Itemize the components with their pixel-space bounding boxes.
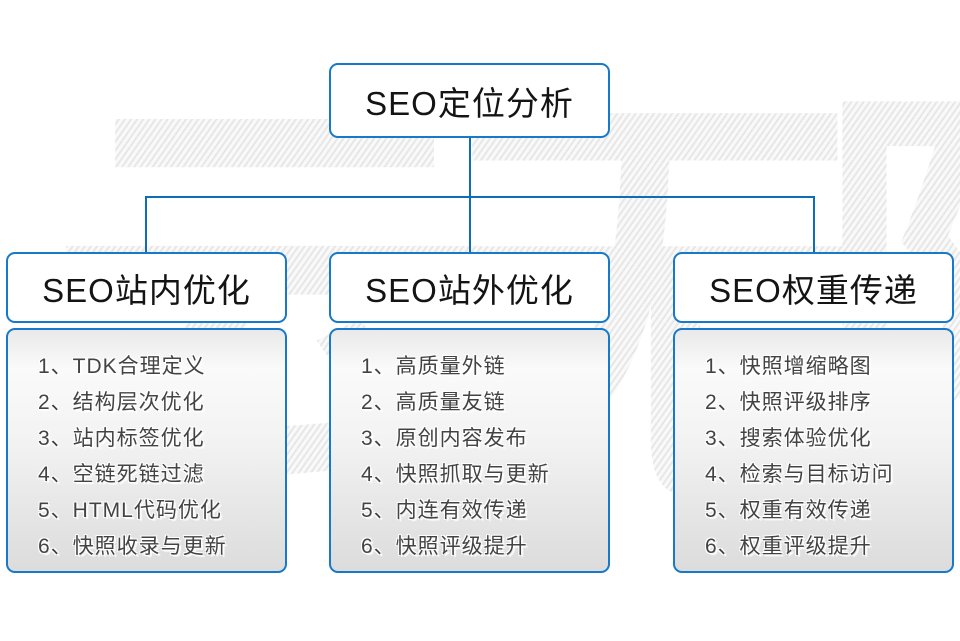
branch-list-onsite: 1、TDK合理定义 2、结构层次优化 3、站内标签优化 4、空链死链过滤 5、H… [6,328,287,573]
list-item: 3、站内标签优化 [38,427,205,450]
root-node: SEO定位分析 [329,63,610,138]
list-item: 2、快照评级排序 [705,391,872,414]
connector-root-stem [469,138,471,198]
connector-horizontal-bar [145,196,815,198]
list-item: 4、空链死链过滤 [38,463,205,486]
list-item: 1、快照增缩略图 [705,355,872,378]
branch-node-weight: SEO权重传递 [673,252,954,323]
list-item: 5、权重有效传递 [705,499,872,522]
connector-drop-right [813,196,815,252]
list-item: 6、快照收录与更新 [38,535,227,558]
branch-node-offsite-label: SEO站外优化 [365,271,574,309]
list-item: 5、内连有效传递 [361,499,528,522]
list-item: 2、结构层次优化 [38,391,205,414]
branch-list-weight: 1、快照增缩略图 2、快照评级排序 3、搜索体验优化 4、检索与目标访问 5、权… [673,328,954,573]
connector-drop-left [145,196,147,252]
branch-node-weight-label: SEO权重传递 [709,271,918,309]
list-item: 6、快照评级提升 [361,535,528,558]
list-item: 6、权重评级提升 [705,535,872,558]
branch-node-offsite: SEO站外优化 [329,252,610,323]
list-item: 4、检索与目标访问 [705,463,894,486]
list-item: 4、快照抓取与更新 [361,463,550,486]
list-item: 3、原创内容发布 [361,427,528,450]
branch-list-offsite: 1、高质量外链 2、高质量友链 3、原创内容发布 4、快照抓取与更新 5、内连有… [329,328,610,573]
list-item: 5、HTML代码优化 [38,499,222,522]
list-item: 1、高质量外链 [361,355,506,378]
list-item: 2、高质量友链 [361,391,506,414]
connector-drop-middle [469,196,471,252]
root-node-label: SEO定位分析 [365,84,574,122]
list-item: 3、搜索体验优化 [705,427,872,450]
list-item: 1、TDK合理定义 [38,355,206,378]
branch-node-onsite: SEO站内优化 [6,252,287,323]
branch-node-onsite-label: SEO站内优化 [42,271,251,309]
